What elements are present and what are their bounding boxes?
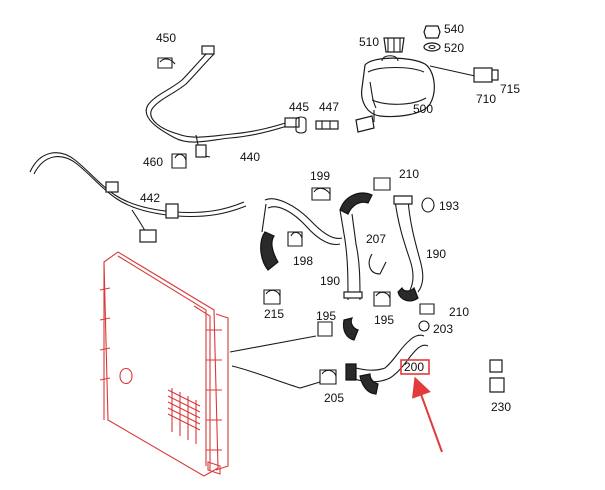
label-195b: 195 [374,313,394,327]
label-447: 447 [319,100,339,114]
label-200: 200 [404,360,424,374]
washer-520 [423,42,441,52]
clamp-195-right [373,291,391,307]
label-510: 510 [359,35,379,49]
label-210a: 210 [399,167,419,181]
clamp-195-left [317,321,333,337]
hose-190-left [260,198,343,271]
label-207: 207 [366,232,386,246]
hose-200 [345,334,429,395]
clamps-230 [489,359,505,393]
fitting-445 [295,116,307,134]
sensor-710 [429,65,499,83]
clamp-205 [319,369,337,385]
clip-450 [157,57,176,69]
label-230: 230 [491,400,511,414]
hose-190-center [339,192,373,341]
hose-440-end-top [201,45,215,55]
label-199: 199 [310,169,330,183]
label-193: 193 [439,199,459,213]
label-445: 445 [289,100,309,114]
radiator [99,251,229,477]
label-715: 715 [500,82,520,96]
leader-lines [229,335,321,389]
label-210b: 210 [449,305,469,319]
label-450: 450 [156,31,176,45]
cap-510 [383,37,405,53]
label-440: 440 [240,150,260,164]
label-540: 540 [444,22,464,36]
label-205: 205 [324,391,344,405]
label-195a: 195 [316,309,336,323]
clamp-199 [311,187,331,201]
red-arrow-icon [412,376,443,453]
label-203: 203 [433,322,453,336]
nut-540 [423,25,441,39]
hose-190-right [393,195,424,302]
fitting-447 [315,120,339,130]
oring-203 [418,320,430,332]
clamp-215 [263,289,281,305]
label-198: 198 [293,254,313,268]
label-215: 215 [264,307,284,321]
clamp-198 [287,231,303,247]
hose-440 [145,45,300,158]
clamp-210-top [373,177,391,191]
label-460: 460 [143,155,163,169]
label-710: 710 [476,92,496,106]
clamp-210-lower [419,303,435,315]
oring-193 [421,197,435,213]
hose-442 [29,152,247,243]
label-500: 500 [413,102,433,116]
reservoir-500 [355,55,435,133]
bracket-207 [368,253,387,275]
highlight-box-200 [400,359,430,375]
label-190b: 190 [426,247,446,261]
clamp-460 [171,153,187,169]
label-520: 520 [444,41,464,55]
label-190a: 190 [320,274,340,288]
label-442: 442 [140,191,160,205]
